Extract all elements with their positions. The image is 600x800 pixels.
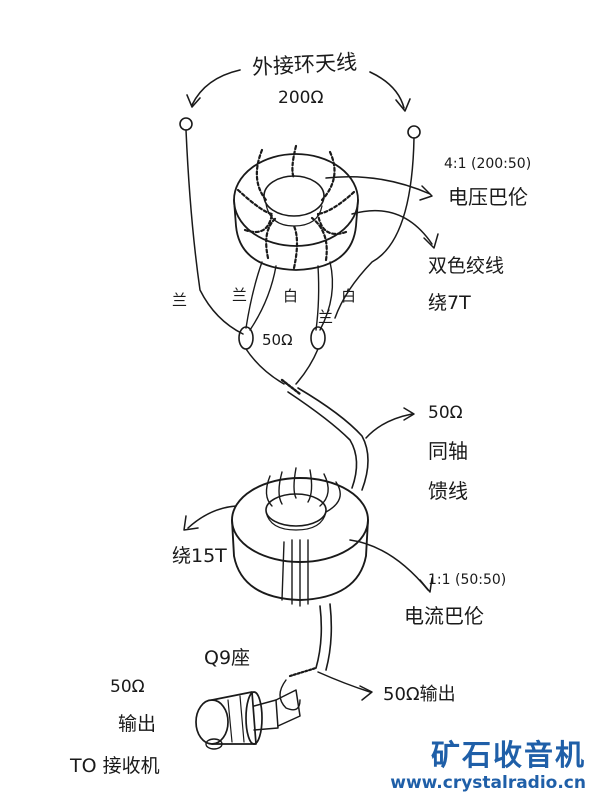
ink-stroke: [265, 203, 323, 227]
ink-stroke: [275, 689, 301, 727]
antenna-title: 外接环天线: [251, 50, 357, 79]
turns15-arrowhead: [183, 515, 199, 531]
receiver-line-1: 输出: [118, 713, 156, 735]
coax-turns: 绕15T: [172, 545, 227, 567]
ink-stroke: [205, 738, 223, 750]
coax-split-left: [245, 348, 285, 385]
voltage-balun-label: 电压巴伦: [448, 185, 528, 209]
ink-stroke: [265, 475, 273, 507]
ink-stroke: [265, 216, 278, 260]
ink-stroke: [310, 216, 328, 262]
ink-stroke: [255, 148, 268, 202]
ink-stroke: [319, 473, 329, 507]
lead-left: [185, 129, 244, 335]
junction-right: [310, 326, 326, 350]
connector-label: Q9座: [204, 647, 250, 669]
ink-stroke: [307, 469, 313, 503]
current-balun-ratio: 1:1 (50:50): [428, 572, 506, 588]
output-arrowhead: [359, 685, 373, 701]
wire-color-mid: 兰: [318, 308, 333, 326]
ink-stroke: [243, 212, 274, 234]
voltage-balun-pointer: [325, 175, 431, 195]
turns15-pointer: [187, 505, 237, 529]
voltage-balun-ratio: 4:1 (200:50): [444, 156, 531, 172]
current-balun-label: 电流巴伦: [404, 604, 484, 628]
ink-stroke: [211, 691, 257, 745]
coax-braid-top: [280, 378, 302, 396]
wire-color-left2: 兰: [232, 286, 247, 304]
junction-left: [238, 326, 254, 350]
voltage-balun-core: [233, 153, 359, 271]
coax-exit-left: [315, 605, 323, 669]
voltage-balun-windings: [236, 144, 356, 270]
voltage-balun-arrowhead: [419, 185, 433, 201]
coax-pointer: [365, 413, 413, 439]
coax-exit-right: [325, 603, 333, 671]
ink-stroke: [316, 212, 348, 235]
antenna-terminal-right: [407, 125, 421, 139]
bifilar-arrowhead: [423, 233, 439, 249]
current-balun-arrowhead: [419, 577, 433, 593]
watermark-name: 矿石收音机: [430, 738, 586, 772]
current-balun-windings: [265, 467, 341, 607]
receiver-line-2: TO 接收机: [69, 755, 160, 777]
ink-stroke: [195, 699, 229, 745]
wire-bundle-right: [315, 265, 320, 331]
ink-stroke: [265, 511, 327, 531]
coax-label-1: 同轴: [428, 439, 468, 463]
wire-bundle-left2: [249, 265, 277, 331]
wire-bundle-right2: [319, 261, 334, 331]
ink-stroke: [292, 224, 299, 270]
ink-stroke: [233, 199, 359, 271]
ink-stroke: [236, 188, 274, 216]
wire-bundle-left: [245, 261, 263, 329]
ink-stroke: [293, 467, 297, 499]
bifilar-label: 双色绞线: [428, 255, 504, 277]
antenna-impedance: 200Ω: [278, 88, 323, 108]
arrow-left: [191, 69, 241, 106]
watermark-url: www.crystalradio.cn: [390, 773, 586, 793]
coax-label-2: 馈线: [428, 479, 468, 503]
ink-stroke: [325, 481, 341, 513]
ink-stroke: [265, 493, 327, 527]
wire-color-right: 白: [283, 287, 298, 305]
bifilar-pointer: [351, 209, 433, 245]
ink-stroke: [288, 666, 318, 678]
ink-stroke: [278, 471, 283, 505]
antenna-terminal-left: [179, 117, 193, 131]
junction-impedance: 50Ω: [262, 331, 293, 349]
ink-stroke: [291, 144, 298, 180]
q9-connector: [195, 666, 318, 750]
output-label: 50Ω输出: [383, 684, 456, 705]
ink-stroke: [263, 175, 325, 217]
arrow-right: [369, 71, 405, 109]
output-pointer: [317, 671, 371, 693]
ink-stroke: [279, 679, 301, 711]
coax-arrowhead: [403, 407, 415, 421]
receiver-impedance: 50Ω: [110, 677, 145, 697]
bifilar-turns: 绕7T: [428, 292, 471, 314]
current-balun-pointer: [349, 539, 429, 591]
ink-stroke: [227, 695, 245, 743]
ink-stroke: [316, 190, 356, 216]
ink-stroke: [281, 541, 285, 601]
wire-color-left: 兰: [172, 291, 187, 309]
ink-stroke: [253, 699, 279, 731]
coax-cable-right: [297, 387, 369, 491]
wire-color-right2: 白: [341, 287, 356, 305]
coax-impedance: 50Ω: [428, 403, 463, 423]
arrowhead-left: [186, 94, 201, 108]
coax-split-right: [295, 348, 319, 385]
watermark: 矿石收音机 www.crystalradio.cn: [390, 738, 586, 794]
ink-stroke: [245, 691, 263, 745]
coax-cable-left: [287, 391, 358, 489]
arrowhead-right: [395, 98, 411, 112]
